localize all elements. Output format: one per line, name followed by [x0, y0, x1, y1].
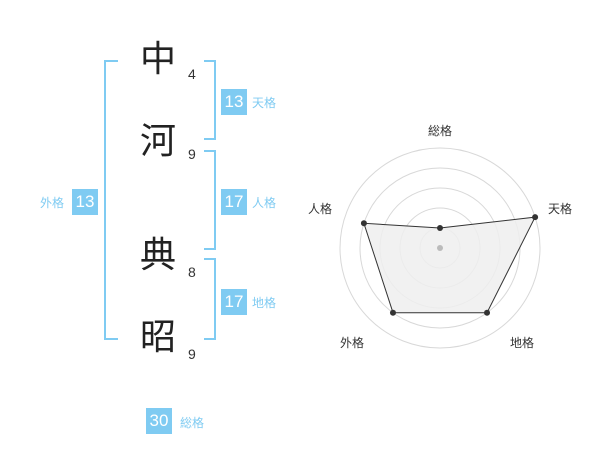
jinkaku-label: 人格	[252, 196, 277, 210]
radar-grid-ring	[339, 147, 541, 349]
stroke-count-2: 9	[188, 146, 196, 162]
tenkaku-bracket	[204, 60, 216, 140]
radar-points	[360, 214, 539, 316]
radar-label-chikaku: 地格	[510, 336, 535, 350]
radar-label-tenkaku: 天格	[548, 202, 573, 216]
gaikaku-bracket	[104, 60, 118, 340]
radar-label-gaikaku: 外格	[340, 336, 365, 350]
chikaku-badge: 17	[221, 289, 247, 315]
name-char-4: 昭	[139, 317, 176, 358]
soukaku-label: 総格	[180, 416, 205, 430]
radar-point	[437, 225, 443, 231]
name-char-3: 典	[139, 235, 176, 276]
radar-label-soukaku: 総格	[428, 124, 453, 138]
radar-center-dot	[437, 245, 443, 251]
stroke-count-4: 9	[188, 346, 196, 362]
radar-shape	[363, 216, 536, 314]
radar-point	[360, 220, 367, 227]
jinkaku-badge: 17	[221, 189, 247, 215]
radar-point	[389, 309, 396, 316]
jinkaku-bracket	[204, 150, 216, 250]
gaikaku-badge: 13	[72, 189, 98, 215]
radar-point	[484, 309, 491, 316]
stroke-count-3: 8	[188, 264, 196, 280]
chikaku-label: 地格	[252, 296, 277, 310]
tenkaku-badge: 13	[221, 89, 247, 115]
chikaku-bracket	[204, 258, 216, 340]
gaikaku-label: 外格	[40, 196, 65, 210]
soukaku-badge: 30	[146, 408, 172, 434]
tenkaku-label: 天格	[252, 96, 277, 110]
name-char-2: 河	[139, 121, 176, 162]
radar-label-jinkaku: 人格	[308, 202, 333, 216]
name-char-1: 中	[139, 39, 176, 80]
stroke-count-1: 4	[188, 66, 196, 82]
radar-point	[532, 214, 539, 221]
